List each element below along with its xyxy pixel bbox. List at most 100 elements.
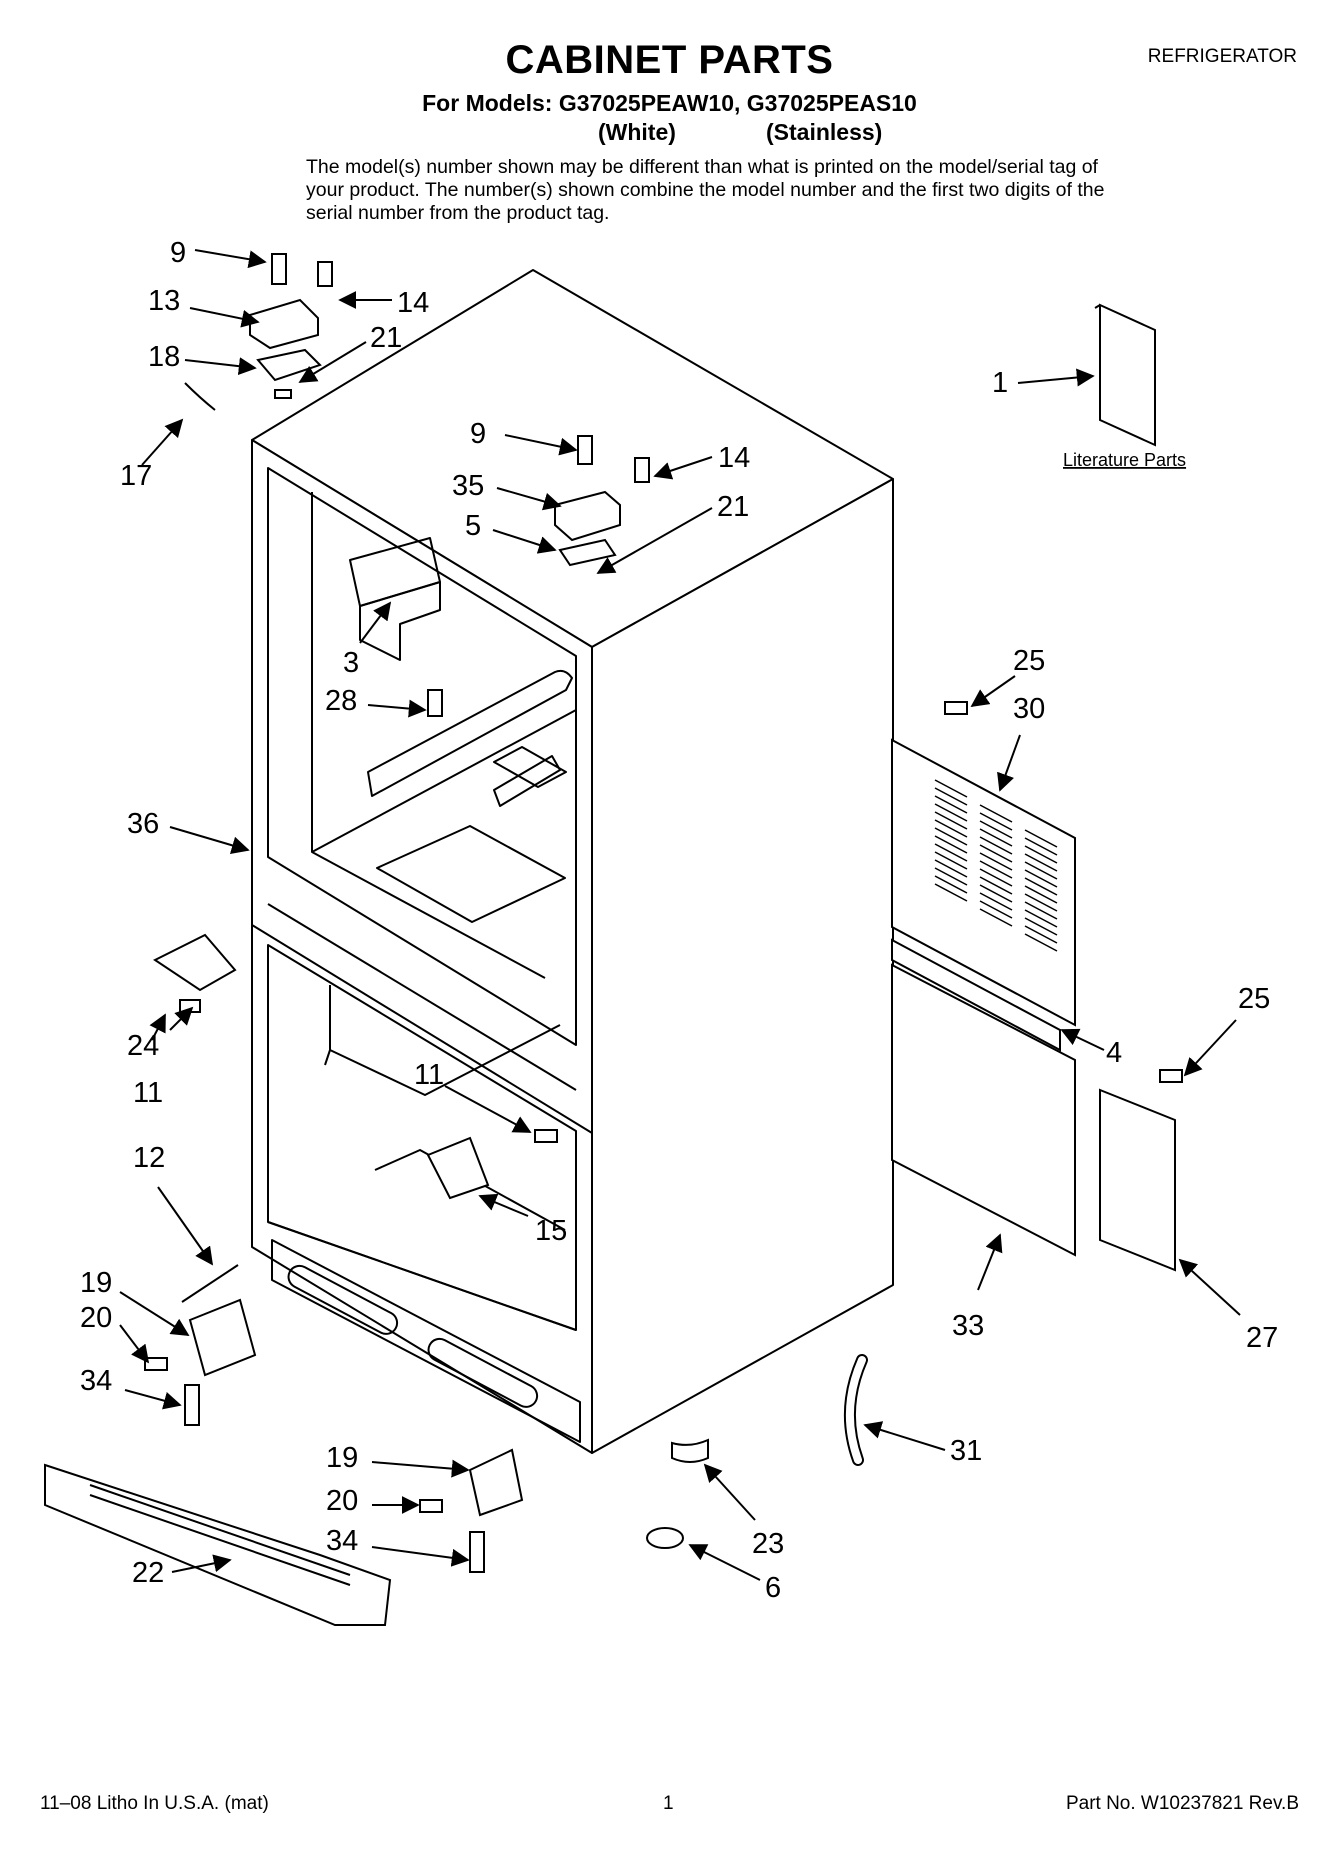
vent-louver <box>934 843 968 862</box>
vent-louver <box>934 875 968 894</box>
leader-34 <box>371 1546 470 1567</box>
callout-9: 9 <box>470 418 486 450</box>
leader-20 <box>119 1324 150 1364</box>
page-title: CABINET PARTS <box>505 38 834 82</box>
callout-28: 28 <box>325 685 357 717</box>
callout-25: 25 <box>1013 645 1045 677</box>
strip-4 <box>891 938 1061 1052</box>
shim-5 <box>558 538 617 567</box>
vent-louver <box>979 828 1013 847</box>
callout-leaders <box>119 249 1241 1581</box>
vent-louver <box>979 884 1013 903</box>
callout-14: 14 <box>397 287 429 319</box>
vent-louver <box>1024 933 1058 952</box>
callout-21: 21 <box>717 491 749 523</box>
screw-25-right <box>1159 1069 1183 1083</box>
callout-9: 9 <box>170 237 186 269</box>
leader-23 <box>703 1463 756 1521</box>
vent-louver <box>934 859 968 878</box>
callout-18: 18 <box>148 341 180 373</box>
leader-14 <box>653 456 713 480</box>
vent-louver <box>934 827 968 846</box>
leveler-34-right <box>469 1531 485 1573</box>
vent-louver <box>979 868 1013 887</box>
callout-30: 30 <box>1013 693 1045 725</box>
vent-louver <box>1024 893 1058 912</box>
vent-louver <box>1024 829 1058 848</box>
plate-21-left <box>274 389 292 399</box>
leader-31 <box>863 1421 946 1451</box>
toe-grille-22 <box>44 1463 392 1626</box>
vent-louver <box>934 851 968 870</box>
callout-4: 4 <box>1106 1037 1122 1069</box>
leader-34 <box>124 1389 182 1410</box>
callout-11: 11 <box>414 1059 444 1091</box>
vent-louver <box>1024 909 1058 928</box>
callout-19: 19 <box>80 1267 112 1299</box>
leader-25 <box>970 675 1016 708</box>
vent-louver <box>1024 877 1058 896</box>
callout-20: 20 <box>326 1485 358 1517</box>
top-hinge-left <box>249 298 319 350</box>
callout-33: 33 <box>952 1310 984 1342</box>
vent-louver <box>934 811 968 830</box>
rear-panels <box>891 701 1183 1272</box>
vent-louver <box>979 876 1013 895</box>
screw-11-center <box>534 1129 558 1143</box>
vent-louver <box>979 820 1013 839</box>
cabinet-body <box>251 269 894 1454</box>
leader-36 <box>169 826 250 855</box>
vent-louver <box>979 852 1013 871</box>
vent-louver <box>934 867 968 886</box>
callout-31: 31 <box>950 1435 982 1467</box>
callout-14: 14 <box>718 442 750 474</box>
bracket-27 <box>1099 1088 1176 1272</box>
callout-22: 22 <box>132 1557 164 1589</box>
callout-24: 24 <box>127 1030 159 1062</box>
leader-28 <box>367 699 427 718</box>
leader-9 <box>194 249 267 269</box>
callout-11: 11 <box>133 1077 163 1109</box>
leader-27 <box>1178 1258 1241 1316</box>
vent-louver <box>934 787 968 806</box>
top-hinge-center <box>554 490 621 542</box>
vent-louver <box>1024 837 1058 856</box>
vent-louver <box>979 908 1013 927</box>
callout-5: 5 <box>465 510 481 542</box>
vent-louver <box>1024 901 1058 920</box>
vent-louver <box>1024 869 1058 888</box>
models-line: For Models: G37025PEAW10, G37025PEAS10 <box>422 90 917 116</box>
leader-25 <box>1183 1019 1237 1077</box>
leader-24 <box>149 1013 166 1041</box>
vent-louver <box>1024 885 1058 904</box>
grommet-6 <box>646 1527 684 1549</box>
variant-white: (White) <box>598 119 676 145</box>
literature-book <box>1099 303 1156 447</box>
callout-15: 15 <box>535 1215 567 1247</box>
vent-louver <box>979 860 1013 879</box>
callout-19: 19 <box>326 1442 358 1474</box>
screw-14-center <box>634 457 650 483</box>
leader-3 <box>359 601 392 644</box>
leader-11 <box>444 1085 532 1133</box>
vent-louver <box>934 779 968 798</box>
leader-19 <box>371 1459 470 1478</box>
small-parts <box>44 253 1156 1626</box>
footer-part-number: Part No. W10237821 Rev.B <box>1065 1793 1299 1814</box>
leader-4 <box>1060 1028 1105 1051</box>
callout-35: 35 <box>452 470 484 502</box>
vent-louver <box>1024 845 1058 864</box>
callout-3: 3 <box>343 647 359 679</box>
screw-20-right <box>419 1499 443 1513</box>
vent-louver <box>934 819 968 838</box>
pin-12 <box>181 1264 239 1303</box>
callout-13: 13 <box>148 285 180 317</box>
leader-18 <box>184 357 257 376</box>
hinge-19-right <box>468 1448 524 1517</box>
rear-panel-33 <box>891 963 1076 1257</box>
screw-9-center <box>577 435 593 465</box>
leader-9 <box>504 434 578 456</box>
leader-11 <box>169 1006 194 1031</box>
